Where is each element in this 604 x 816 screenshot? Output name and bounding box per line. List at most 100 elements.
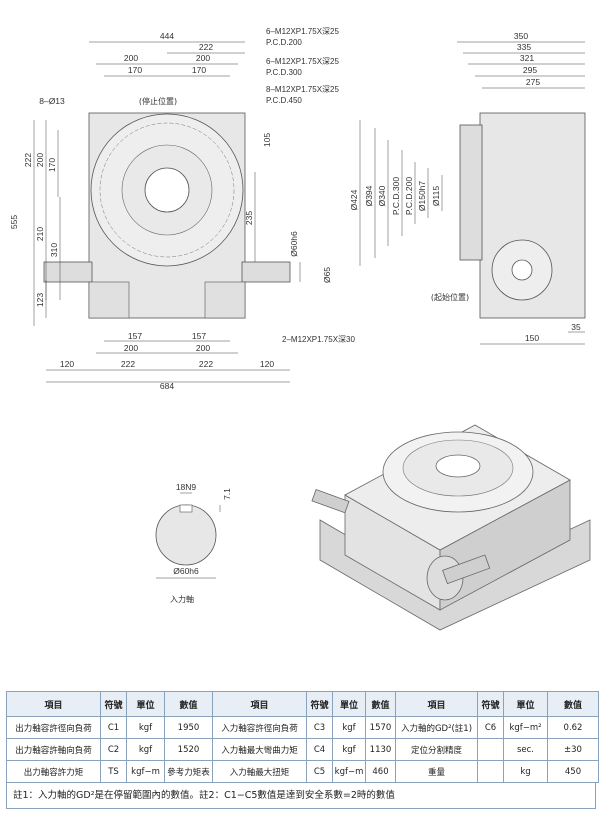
- top-view-base-left: [88, 281, 130, 319]
- keyway-depth-label: 7.1: [222, 488, 232, 500]
- shaft-diameter-label: Ø60h6: [173, 566, 199, 576]
- table-cell: C3: [306, 716, 333, 739]
- dimension-label: 222: [121, 359, 135, 369]
- th-symbol-1: 符號: [100, 691, 127, 717]
- dimension-label: Ø115: [431, 186, 441, 206]
- iso-base: [319, 519, 591, 631]
- table-cell: 重量: [395, 760, 478, 783]
- th-item-2: 項目: [212, 691, 307, 717]
- dimension-label: 222: [199, 42, 213, 52]
- start-position-label: (起始位置): [431, 292, 469, 302]
- dimension-label: Ø60h6: [289, 231, 299, 257]
- iso-input-shaft: [442, 554, 491, 585]
- table-cell: [477, 738, 504, 761]
- callout-label: 8–M12XP1.75X深25: [266, 85, 339, 94]
- dimension-label: 295: [523, 65, 537, 75]
- stop-position-label: (停止位置): [139, 96, 177, 106]
- table-cell: 0.62: [547, 716, 599, 739]
- table-cell: 出力軸容許力矩: [6, 760, 101, 783]
- table-cell: kgf−m: [126, 760, 165, 783]
- table-cell: 入力軸的GD²(註1): [395, 716, 478, 739]
- dimension-label: 200: [196, 53, 210, 63]
- dimension-label: 444: [160, 31, 174, 41]
- dimension-label: 335: [517, 42, 531, 52]
- table-cell: 定位分割精度: [395, 738, 478, 761]
- table-cell: 出力軸容許徑向負荷: [6, 716, 101, 739]
- dimension-label: 123: [35, 293, 45, 307]
- keyway-width-label: 18N9: [176, 482, 197, 492]
- table-cell: 入力軸最大扭矩: [212, 760, 307, 783]
- th-value-2: 數值: [365, 691, 396, 717]
- spec-table: 項目 符號 單位 數值 項目 符號 單位 數值 項目 符號 單位 數值 出力軸容…: [6, 691, 599, 783]
- table-cell: 1520: [164, 738, 213, 761]
- th-value-1: 數值: [164, 691, 213, 717]
- callout-label: 6–M12XP1.75X深25: [266, 57, 339, 66]
- table-cell: 1950: [164, 716, 213, 739]
- shaft-detail-keyway: [179, 504, 193, 513]
- top-view-center-bore: [144, 167, 190, 213]
- side-view-table: [459, 124, 483, 261]
- table-cell: TS: [100, 760, 127, 783]
- dimension-label: P.C.D.300: [391, 177, 401, 215]
- callout-label: P.C.D.200: [266, 38, 302, 47]
- dimension-label: 210: [35, 227, 45, 241]
- th-value-3: 數值: [547, 691, 599, 717]
- dimension-label: 170: [128, 65, 142, 75]
- top-view-base-right: [204, 281, 246, 319]
- table-cell: kgf: [126, 716, 165, 739]
- table-cell: kgf: [332, 738, 366, 761]
- th-unit-1: 單位: [126, 691, 165, 717]
- dimension-label: 310: [49, 243, 59, 257]
- isometric-view: [311, 424, 591, 631]
- dimension-label: 200: [124, 343, 138, 353]
- top-view: [33, 41, 301, 383]
- th-unit-2: 單位: [332, 691, 366, 717]
- callout-label: 6–M12XP1.75X深25: [266, 27, 339, 36]
- th-symbol-2: 符號: [306, 691, 333, 717]
- dimension-label: 200: [124, 53, 138, 63]
- side-view: [359, 41, 586, 345]
- shaft-detail-circle: [155, 504, 217, 566]
- table-cell: kgf: [126, 738, 165, 761]
- callout-label: 2–M12XP1.75X深30: [282, 335, 355, 344]
- dimension-label: 170: [192, 65, 206, 75]
- dimension-label: 157: [192, 331, 206, 341]
- table-cell: ±30: [547, 738, 599, 761]
- dimension-label: 350: [514, 31, 528, 41]
- dimension-label: 150: [525, 333, 539, 343]
- dimension-label: 35: [571, 322, 581, 332]
- callout-label: P.C.D.300: [266, 68, 302, 77]
- dimension-label: 321: [520, 53, 534, 63]
- footnote: 註1：入力軸的GD²是在停留範圍內的數值。註2：C1−C5數值是達到安全系數=2…: [6, 783, 596, 809]
- table-cell: C1: [100, 716, 127, 739]
- table-cell: 入力軸容許徑向負荷: [212, 716, 307, 739]
- shaft-detail: [155, 492, 221, 579]
- dimension-label: 120: [60, 359, 74, 369]
- dimension-label: Ø65: [322, 267, 332, 283]
- dimension-label: 235: [244, 211, 254, 225]
- side-view-input-shaft: [511, 259, 533, 281]
- dimension-label: 170: [47, 158, 57, 172]
- th-item-3: 項目: [395, 691, 478, 717]
- table-cell: 入力軸最大彎曲力矩: [212, 738, 307, 761]
- callout-label: P.C.D.450: [266, 96, 302, 105]
- table-cell: C5: [306, 760, 333, 783]
- dimension-label: P.C.D.200: [404, 177, 414, 215]
- dimension-label: 200: [35, 153, 45, 167]
- table-cell: sec.: [503, 738, 548, 761]
- dimension-label: Ø424: [349, 189, 359, 210]
- dimension-label: 200: [196, 343, 210, 353]
- iso-rear-shaft: [311, 489, 350, 514]
- shaft-caption: 入力軸: [170, 594, 194, 604]
- dimension-label: 684: [160, 381, 174, 391]
- dimension-label: Ø394: [364, 185, 374, 206]
- top-view-right-shaft: [241, 261, 291, 283]
- table-header-row: 項目 符號 單位 數值 項目 符號 單位 數值 項目 符號 單位 數值: [6, 691, 599, 717]
- table-cell: 1130: [365, 738, 396, 761]
- dimension-label: 120: [260, 359, 274, 369]
- dimension-label: 555: [9, 215, 19, 229]
- dimension-label: 105: [262, 133, 272, 147]
